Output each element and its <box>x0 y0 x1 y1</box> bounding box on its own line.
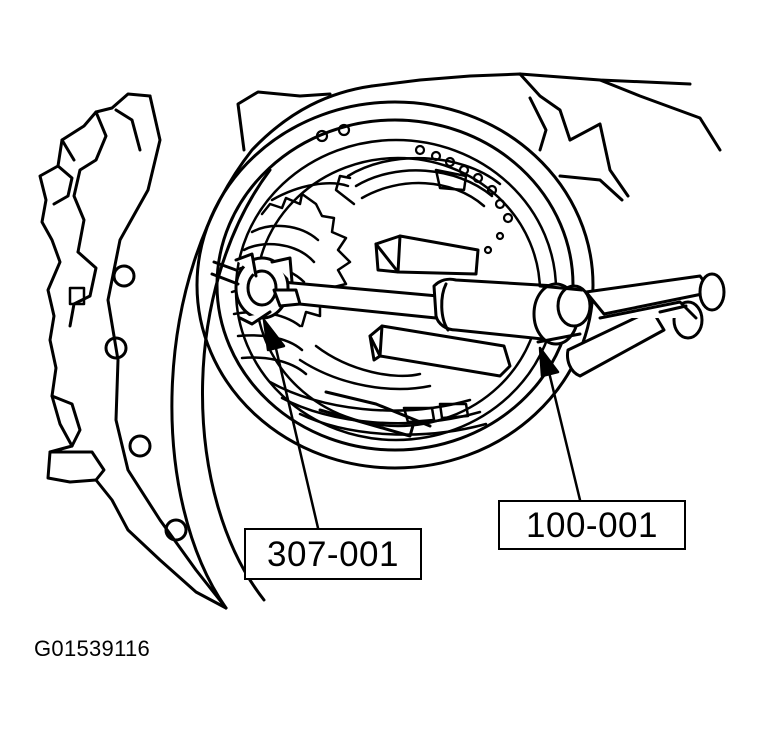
callout-label: 100-001 <box>526 505 658 545</box>
tool-callout-307-001: 307-001 <box>244 528 422 580</box>
drum-rim-holes <box>315 123 514 255</box>
figure-reference-id: G01539116 <box>34 636 151 661</box>
collet-adapter <box>210 252 302 326</box>
lower-support-bracket <box>318 324 512 438</box>
case-housing <box>38 92 228 610</box>
slide-hammer-tool <box>278 272 726 378</box>
tool-callout-100-001: 100-001 <box>498 500 686 550</box>
upper-support-bracket <box>374 234 480 276</box>
leader-arrows <box>262 318 582 530</box>
callout-label: 307-001 <box>267 534 399 574</box>
